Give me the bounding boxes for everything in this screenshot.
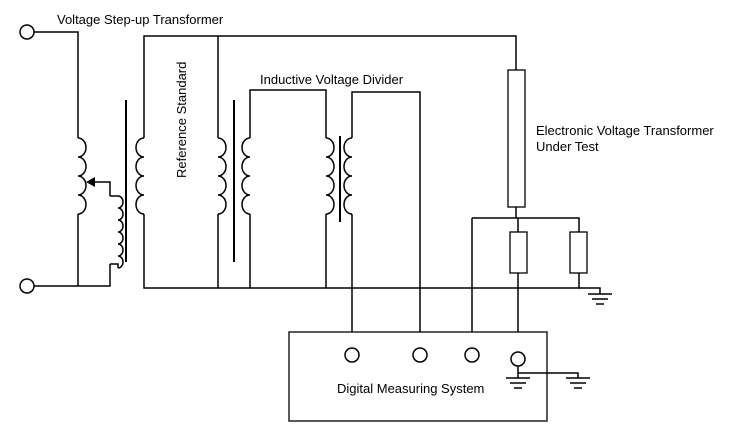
burden-2-ground-lead — [578, 273, 601, 294]
primary-top-wire — [34, 31, 79, 138]
ivd-top-loop — [249, 89, 327, 138]
digital-measuring-system — [288, 331, 548, 422]
dms-input-4 — [510, 351, 526, 367]
input-terminal-top — [19, 24, 35, 40]
label-step-up-transformer: Voltage Step-up Transformer — [57, 12, 224, 27]
burden-resistor-1 — [509, 231, 528, 274]
regulator-coil — [117, 195, 124, 269]
label-inductive-voltage-divider: Inductive Voltage Divider — [260, 72, 404, 87]
return-bus — [143, 214, 580, 289]
ivd-output-lead — [351, 91, 421, 352]
input-terminal-bottom — [19, 278, 35, 294]
ivd-primary-coil — [325, 137, 335, 215]
regulator-bottom-lead — [110, 263, 119, 268]
evt-output-bus — [472, 217, 580, 232]
reference-primary-coil — [217, 137, 227, 215]
dms-input-1 — [344, 347, 360, 363]
tap-arrowhead — [86, 177, 95, 187]
burden-resistor-2 — [569, 231, 588, 274]
ivd-secondary-coil — [343, 137, 353, 215]
dms-input-3 — [464, 347, 480, 363]
label-reference-standard: Reference Standard — [174, 62, 189, 178]
evt-under-test — [507, 69, 526, 208]
label-evt-line1: Electronic Voltage Transformer — [536, 123, 714, 138]
variable-tap-wire — [88, 181, 111, 196]
stepup-secondary-coil — [135, 137, 145, 215]
label-digital-measuring-system: Digital Measuring System — [337, 381, 484, 396]
dms-ground-wire — [517, 366, 579, 378]
primary-bottom-wire — [34, 264, 111, 287]
stepup-primary-coil — [77, 137, 87, 215]
hv-bus — [143, 35, 517, 138]
label-evt-line2: Under Test — [536, 139, 599, 154]
ground-icon — [566, 377, 590, 389]
ground-icon — [588, 293, 612, 305]
reference-secondary-coil — [241, 137, 251, 215]
dms-input-2 — [412, 347, 428, 363]
